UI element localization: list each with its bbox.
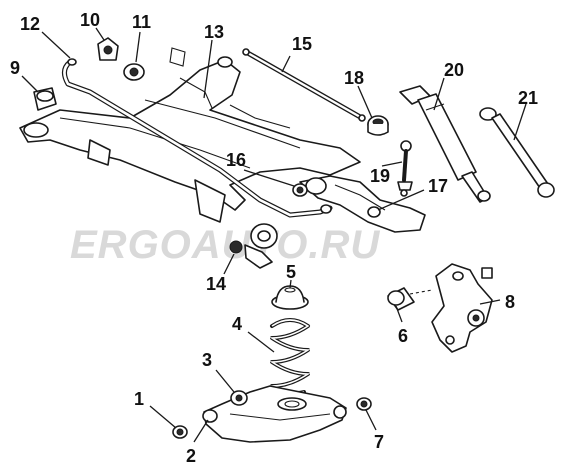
callout-6: 6 bbox=[398, 326, 408, 346]
bracket-10 bbox=[97, 37, 119, 61]
callout-17: 17 bbox=[428, 176, 448, 196]
lateral-rod-15 bbox=[242, 48, 366, 122]
callout-4: 4 bbox=[232, 314, 242, 334]
nut-1 bbox=[172, 425, 188, 439]
bushing-16 bbox=[292, 183, 308, 197]
callout-20: 20 bbox=[444, 60, 464, 80]
callout-21: 21 bbox=[518, 88, 538, 108]
shock-absorber-20 bbox=[399, 85, 491, 203]
callout-1: 1 bbox=[134, 389, 144, 409]
lower-control-arm-2 bbox=[202, 385, 347, 443]
trailing-arm bbox=[299, 175, 426, 233]
callout-15: 15 bbox=[292, 34, 312, 54]
callout-3: 3 bbox=[202, 350, 212, 370]
callout-16: 16 bbox=[226, 150, 246, 170]
bushing-18 bbox=[367, 115, 389, 136]
callout-7: 7 bbox=[374, 432, 384, 452]
bushing-3 bbox=[230, 390, 248, 406]
bushing-7 bbox=[356, 397, 372, 411]
callout-10: 10 bbox=[80, 10, 100, 30]
callout-labels: 1 2 3 4 5 6 7 8 9 10 11 12 13 14 15 16 1… bbox=[10, 10, 538, 466]
callout-2: 2 bbox=[186, 446, 196, 466]
callout-11: 11 bbox=[132, 12, 151, 32]
callout-14: 14 bbox=[206, 274, 226, 294]
callout-9: 9 bbox=[10, 58, 20, 78]
stabilizer-bar bbox=[62, 58, 333, 218]
bushing-11 bbox=[123, 63, 145, 81]
bushing-6 bbox=[387, 287, 415, 311]
control-arm-21 bbox=[479, 107, 555, 198]
bushing-14 bbox=[229, 223, 278, 269]
callout-18: 18 bbox=[344, 68, 364, 88]
bushing-9 bbox=[33, 87, 57, 111]
watermark: ERGOAUTO.RU bbox=[70, 223, 380, 267]
callout-12: 12 bbox=[20, 14, 40, 34]
coil-spring-4 bbox=[268, 318, 311, 396]
subframe bbox=[19, 47, 361, 223]
knuckle-8 bbox=[409, 263, 493, 353]
callout-8: 8 bbox=[505, 292, 515, 312]
callout-19: 19 bbox=[370, 166, 390, 186]
stabilizer-link-19 bbox=[397, 140, 413, 197]
spring-seat-5 bbox=[271, 285, 309, 310]
callout-5: 5 bbox=[286, 262, 296, 282]
leader-lines bbox=[21, 27, 527, 443]
callout-13: 13 bbox=[204, 22, 224, 42]
